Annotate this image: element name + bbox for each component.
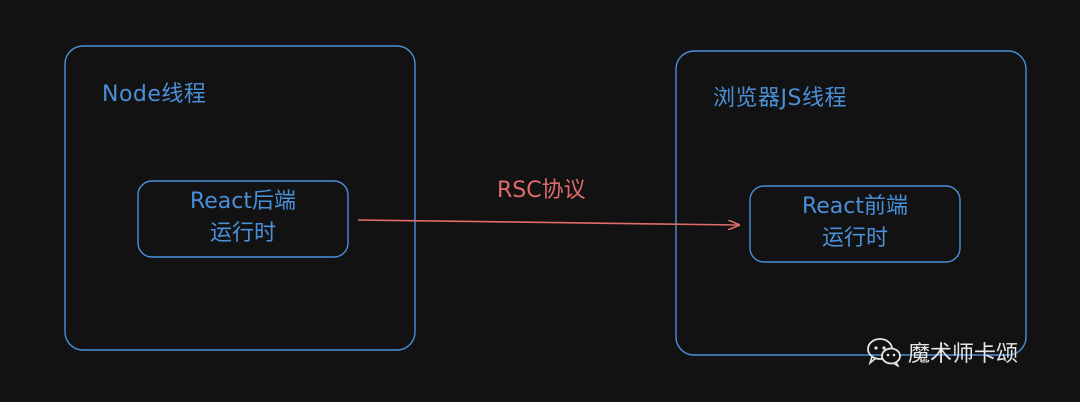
react-backend-runtime-label: React后端 运行时	[189, 189, 297, 246]
node-thread-title: Node线程	[102, 82, 207, 107]
node-thread-box	[64, 45, 416, 351]
wechat-icon	[867, 338, 901, 367]
rsc-arrow	[357, 219, 738, 225]
react-frontend-runtime-box	[749, 185, 961, 263]
rsc-protocol-label: RSC协议	[497, 178, 586, 203]
react-backend-runtime-box	[137, 180, 349, 258]
browser-js-thread-box	[675, 50, 1027, 356]
watermark-text: 魔术师卡颂	[908, 342, 1019, 367]
react-frontend-runtime-label: React前端 运行时	[801, 194, 909, 251]
watermark: 魔术师卡颂	[866, 336, 1018, 368]
browser-js-thread-title: 浏览器JS线程	[713, 86, 847, 111]
